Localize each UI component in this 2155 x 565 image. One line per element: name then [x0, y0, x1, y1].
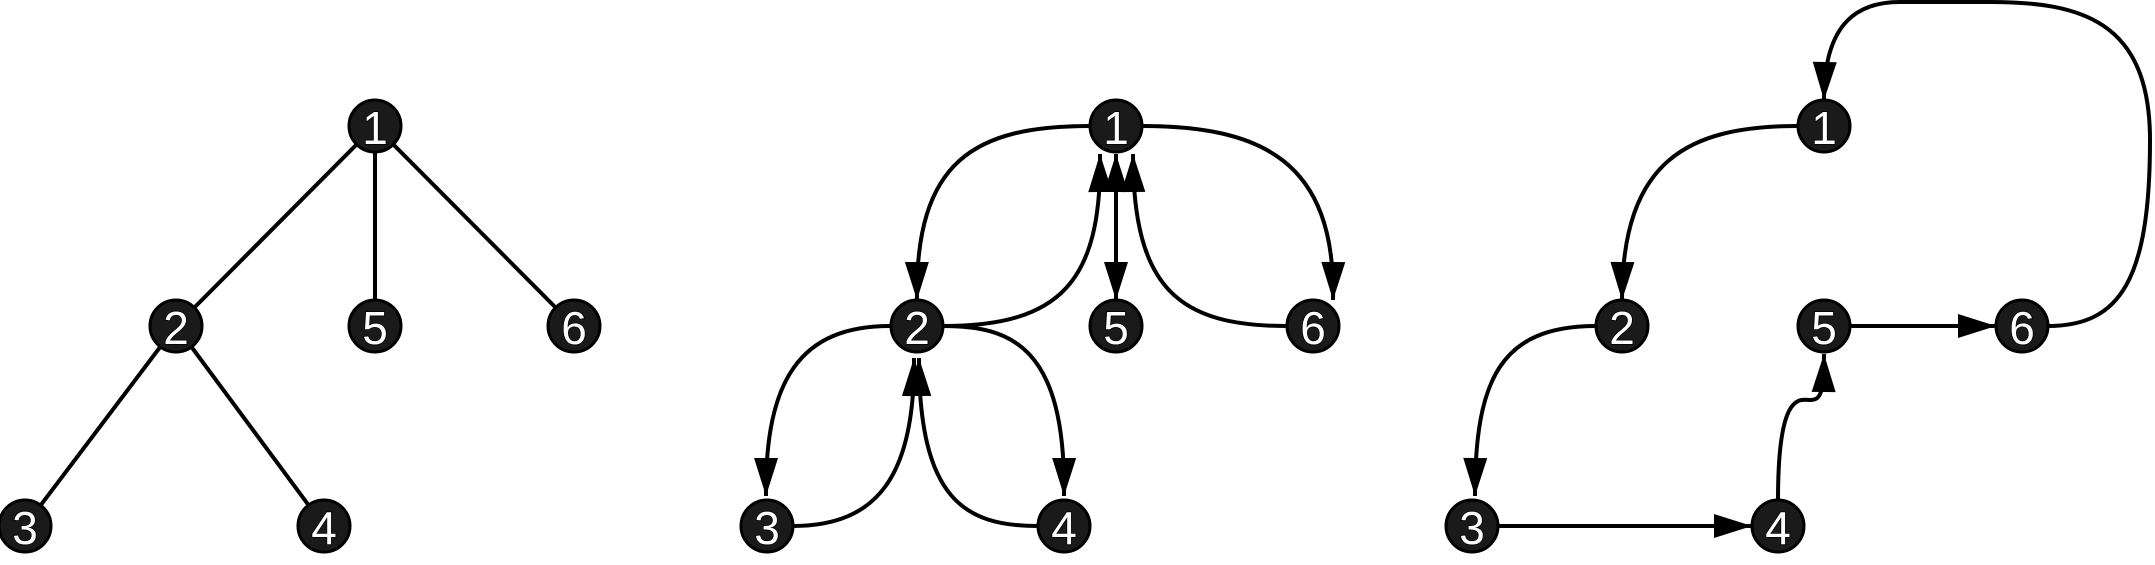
node-label: 4: [1765, 502, 1791, 554]
node-euler-tour-4: 4: [1036, 498, 1092, 555]
edge-euler-tour-4-to-2: [917, 357, 1039, 528]
arrowhead-preorder-cycle-5-6: [1958, 314, 1996, 338]
node-circle: [1444, 498, 1500, 554]
node-tree-3: 3: [0, 498, 53, 555]
node-label: 3: [12, 502, 38, 554]
node-circle: [1036, 498, 1092, 554]
node-circle: [1594, 298, 1650, 354]
edge-euler-tour-1-to-6: [1141, 124, 1336, 301]
node-label: 4: [311, 502, 337, 554]
arrowhead-preorder-cycle-4-5: [1811, 354, 1836, 393]
edge-tree-2-to-4: [174, 324, 326, 528]
edge-tree-1-to-2: [174, 124, 377, 328]
node-label: 1: [1103, 102, 1129, 154]
node-circle: [739, 498, 795, 554]
node-preorder-cycle-5: 5: [1796, 298, 1852, 355]
node-circle: [347, 298, 403, 354]
node-tree-4: 4: [296, 498, 352, 555]
node-label: 5: [1811, 302, 1837, 354]
node-label: 3: [1459, 502, 1485, 554]
node-label: 6: [2009, 302, 2035, 354]
node-preorder-cycle-6: 6: [1994, 298, 2050, 355]
node-circle: [1796, 98, 1852, 154]
node-euler-tour-1: 1: [1088, 98, 1144, 155]
node-circle: [1088, 298, 1144, 354]
edge-euler-tour-1-to-2: [914, 124, 1091, 301]
node-circle: [148, 298, 204, 354]
edge-euler-tour-2-to-3: [763, 324, 891, 497]
nodes-layer: 1 2 3 4 5 6 1 2 3 4 5 6 1 2 3 4 5 6: [0, 98, 2050, 555]
node-label: 2: [904, 302, 930, 354]
node-tree-2: 2: [148, 298, 204, 355]
arrowhead-preorder-cycle-3-4: [1714, 514, 1752, 538]
node-preorder-cycle-4: 4: [1750, 498, 1806, 555]
arrowhead-euler-tour-2-4: [1052, 457, 1077, 496]
arrowhead-preorder-cycle-6-1: [1812, 61, 1837, 100]
arrowhead-euler-tour-4-2: [907, 358, 932, 397]
edge-euler-tour-6-to-1: [1131, 153, 1288, 328]
arrowhead-euler-tour-1-6: [1321, 261, 1346, 300]
node-circle: [0, 498, 53, 554]
node-circle: [1285, 298, 1341, 354]
arrowhead-preorder-cycle-2-3: [1463, 457, 1488, 496]
node-tree-6: 6: [546, 298, 602, 355]
node-label: 2: [163, 302, 189, 354]
node-label: 5: [362, 302, 388, 354]
node-preorder-cycle-3: 3: [1444, 498, 1500, 555]
arrowhead-preorder-cycle-1-2: [1610, 261, 1635, 300]
edges-layer: [23, 0, 2153, 538]
node-circle: [1796, 298, 1852, 354]
node-circle: [347, 98, 403, 154]
node-circle: [296, 498, 352, 554]
node-label: 1: [362, 102, 388, 154]
arrowhead-euler-tour-6-1: [1121, 154, 1146, 193]
edge-preorder-cycle-2-to-3: [1473, 324, 1597, 497]
node-label: 6: [1300, 302, 1326, 354]
node-preorder-cycle-2: 2: [1594, 298, 1650, 355]
node-euler-tour-6: 6: [1285, 298, 1341, 355]
node-euler-tour-3: 3: [739, 498, 795, 555]
node-label: 5: [1103, 302, 1129, 354]
node-tree-1: 1: [347, 98, 403, 155]
node-circle: [546, 298, 602, 354]
arrowhead-euler-tour-2-3: [754, 457, 779, 496]
node-circle: [1088, 98, 1144, 154]
edge-euler-tour-2-to-4: [942, 324, 1067, 497]
node-label: 6: [561, 302, 587, 354]
node-label: 2: [1609, 302, 1635, 354]
node-euler-tour-2: 2: [889, 298, 945, 355]
node-label: 4: [1051, 502, 1077, 554]
node-tree-5: 5: [347, 298, 403, 355]
edge-tree-1-to-6: [373, 124, 576, 328]
edge-tree-2-to-3: [23, 324, 178, 528]
node-label: 1: [1811, 102, 1837, 154]
node-label: 3: [754, 502, 780, 554]
arrowhead-euler-tour-1-2: [904, 261, 929, 300]
edge-euler-tour-2-to-1: [942, 153, 1103, 328]
edge-preorder-cycle-6-to-1: [1822, 0, 2153, 328]
node-preorder-cycle-1: 1: [1796, 98, 1852, 155]
arrowhead-euler-tour-2-1: [1088, 154, 1113, 193]
edge-preorder-cycle-1-to-2: [1620, 124, 1799, 301]
edge-euler-tour-3-to-2: [792, 357, 917, 528]
node-circle: [1994, 298, 2050, 354]
node-circle: [889, 298, 945, 354]
arrowhead-euler-tour-5-1: [1104, 154, 1128, 192]
node-circle: [1750, 498, 1806, 554]
node-euler-tour-5: 5: [1088, 298, 1144, 355]
